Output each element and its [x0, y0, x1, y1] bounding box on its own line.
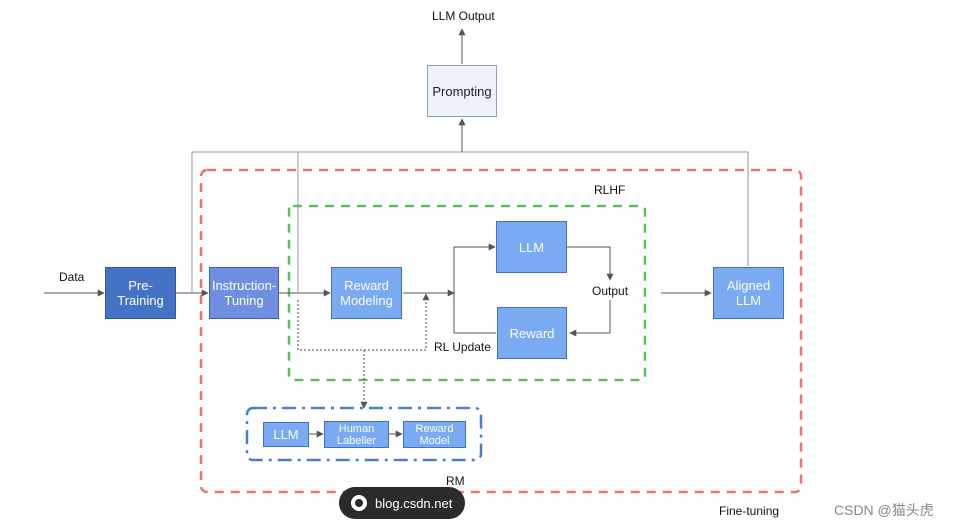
rl-update-label: RL Update	[434, 340, 491, 354]
instruction-tuning-box: Instruction- Tuning	[209, 267, 279, 319]
llm-output-label: LLM Output	[432, 9, 495, 23]
aligned-llm-box: Aligned LLM	[713, 267, 784, 319]
data-label: Data	[59, 270, 85, 284]
arrow-branch-llm	[453, 243, 496, 293]
reward-modeling-box: Reward Modeling	[331, 267, 402, 319]
pre-training-box: Pre-Training	[105, 267, 176, 319]
fine-tuning-label: Fine-tuning	[719, 504, 780, 518]
arrow-llm-output	[567, 246, 614, 281]
reward-model-box: Reward Model	[403, 421, 466, 448]
dotted-reward-rm	[297, 293, 430, 351]
output-label: Output	[592, 284, 629, 298]
prompting-box: Prompting	[427, 65, 497, 117]
llm-box: LLM	[496, 221, 567, 273]
rm-llm-box: LLM	[263, 422, 309, 447]
csdn-watermark: CSDN @猫头虎	[834, 502, 934, 518]
globe-icon	[351, 495, 367, 511]
line-branch-reward	[453, 293, 496, 334]
blog-badge: blog.csdn.net	[339, 487, 465, 519]
arrow-output-reward	[569, 300, 611, 337]
rlhf-label: RLHF	[594, 183, 626, 197]
line-pretraining-up	[191, 151, 749, 293]
fine-tuning-container	[199, 168, 803, 494]
rm-container	[245, 406, 483, 462]
reward-box: Reward	[497, 307, 567, 359]
human-labeller-box: Human Labeller	[324, 421, 389, 448]
rm-label: RM	[446, 474, 465, 488]
blog-badge-text: blog.csdn.net	[375, 495, 453, 511]
